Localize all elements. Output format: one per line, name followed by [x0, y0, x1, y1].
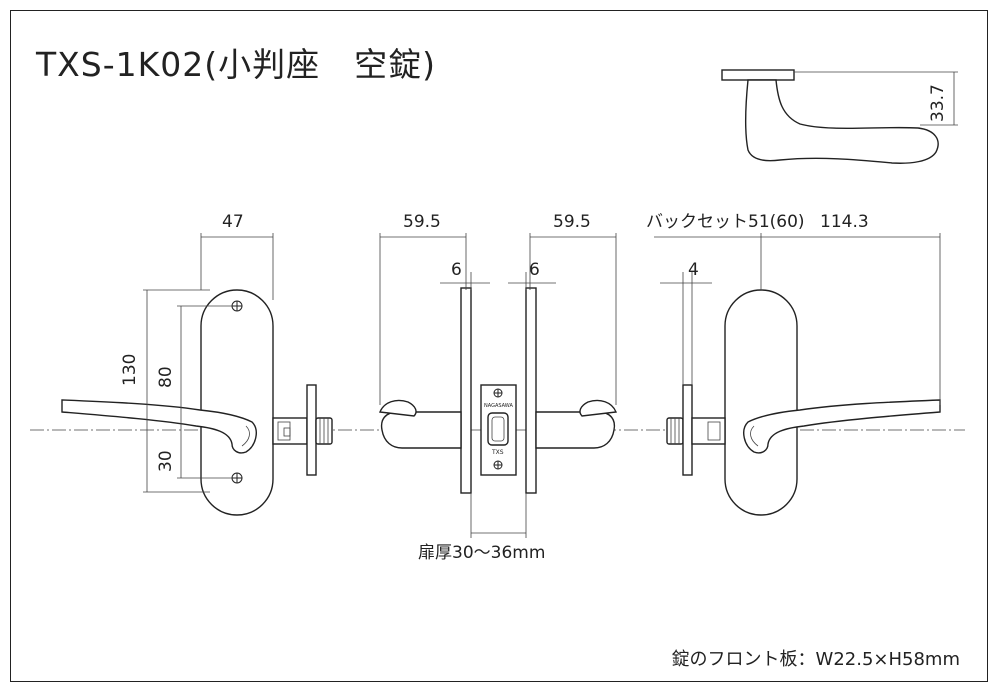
- dim-upper-screw: 80: [156, 366, 176, 388]
- right-view: [654, 233, 941, 516]
- middle-view: [379, 233, 617, 538]
- screw-top-left: [231, 300, 243, 312]
- screw-bottom-middle: [493, 460, 503, 470]
- latch-bolt: [487, 412, 509, 446]
- dim-lever-left: 59.5: [403, 212, 441, 232]
- lever-right: [743, 399, 941, 454]
- dim-lever-height: 33.7: [928, 84, 948, 122]
- dim-door-thickness: 扉厚30〜36mm: [418, 543, 546, 563]
- lever-left: [61, 399, 257, 454]
- dim-rose-height: 130: [120, 353, 140, 386]
- front-plate-left: [306, 384, 317, 476]
- side-lever: [744, 79, 939, 164]
- product-title: TXS-1K02(小判座 空錠): [36, 45, 436, 84]
- dim-lever-right: 59.5: [553, 212, 591, 232]
- dim-plate-left: 6: [451, 260, 462, 280]
- screw-top-middle: [493, 388, 503, 398]
- left-view: [61, 233, 333, 516]
- lever-middle-right: [535, 411, 616, 449]
- front-plate-note: 錠のフロント板：W22.5×H58mm: [671, 649, 960, 670]
- front-plate-right: [682, 384, 693, 476]
- lever-middle-left: [380, 411, 462, 449]
- drawing-frame: [10, 10, 988, 682]
- rose-plate-right: [724, 289, 798, 516]
- rose-plate-left: [200, 289, 274, 516]
- dim-rose-width: 47: [222, 212, 244, 232]
- latch-stamp-top: NAGASAWA: [484, 403, 513, 409]
- dim-plate-right: 6: [529, 260, 540, 280]
- screw-bottom-left: [231, 472, 243, 484]
- door-plate-left: [460, 287, 472, 494]
- dim-plate-side: 4: [688, 260, 699, 280]
- latch-stamp-bottom: TXS: [492, 449, 504, 456]
- dim-lower-screw: 30: [156, 450, 176, 472]
- door-plate-right: [525, 287, 537, 494]
- dim-backset: バックセット51(60): [646, 212, 805, 232]
- dim-lever-reach: 114.3: [820, 212, 869, 232]
- side-rose: [721, 69, 795, 81]
- lever-side-view: [721, 69, 958, 164]
